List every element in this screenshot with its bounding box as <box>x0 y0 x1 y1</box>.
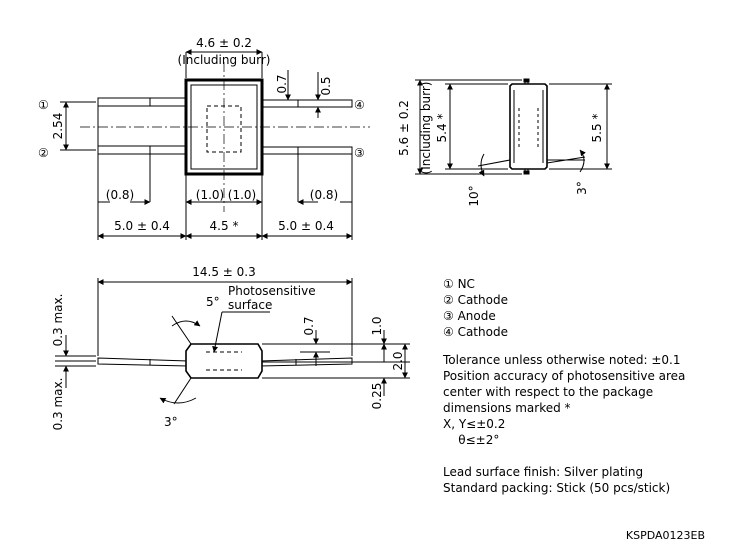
pin-legend-4: ④ Cathode <box>443 325 508 339</box>
profile-view <box>55 278 410 405</box>
profile-body <box>185 343 263 379</box>
pin-legend-2: ② Cathode <box>443 293 508 307</box>
lead-offset-left-label: (0.8) <box>106 188 134 202</box>
angle-right-label: 3° <box>575 181 589 195</box>
lead-length-left-label: 5.0 ± 0.4 <box>114 219 170 233</box>
lead-1 <box>97 97 187 107</box>
top-thick-label: 1.0 <box>370 316 384 335</box>
tolerance-line-1: Tolerance unless otherwise noted: ±0.1 <box>443 353 681 367</box>
width-note-label: (Including burr) <box>178 53 271 67</box>
drawing-code: KSPDA0123EB <box>625 529 705 542</box>
tolerance-line-5: X, Y≤±0.2 <box>443 417 506 431</box>
angle-left-label: 10° <box>467 185 481 206</box>
tolerance-line-3: center with respect to the package <box>443 385 654 399</box>
finish-line-1: Lead surface finish: Silver plating <box>443 465 644 479</box>
photosensitive-label-1: Photosensitive <box>228 284 316 298</box>
side-height-label: 5.6 ± 0.2 <box>397 100 411 156</box>
pin-legend-1: ① NC <box>443 277 475 291</box>
tolerance-line-4: dimensions marked * <box>443 401 571 415</box>
angle-bottom-label: 3° <box>164 415 178 429</box>
lead-4 <box>261 99 353 108</box>
tolerance-line-2: Position accuracy of photosensitive area <box>443 369 686 383</box>
pin-legend-3: ③ Anode <box>443 309 496 323</box>
side-view <box>415 78 612 177</box>
width-dim-label: 4.6 ± 0.2 <box>196 36 252 50</box>
lead-2 <box>97 145 187 155</box>
lead-offset-right-label: (0.8) <box>310 188 338 202</box>
pin-4-label: ③ <box>354 146 365 160</box>
side-height-note: (Including burr) <box>419 82 433 175</box>
thickness-label: 2.0 <box>391 351 405 370</box>
body-width-label: 4.5 * <box>210 219 239 233</box>
lead-thickness-label: 0.7 <box>275 74 289 93</box>
notes-panel: ① NC ② Cathode ③ Anode ④ Cathode Toleran… <box>443 276 685 496</box>
photosensitive-label-2: surface <box>228 298 272 312</box>
center-right-label: (1.0) <box>228 188 256 202</box>
depth-label: 0.7 <box>302 316 316 335</box>
pin-1-label: ① <box>38 98 49 112</box>
angle-top-label: 5° <box>206 295 220 309</box>
side-body <box>509 83 548 170</box>
max-bottom-label: 0.3 max. <box>51 378 65 431</box>
bottom-thick-label: 0.25 <box>370 383 384 410</box>
max-top-label: 0.3 max. <box>51 294 65 347</box>
top-view <box>60 49 370 240</box>
body-height-label: 5.4 * <box>435 114 449 143</box>
total-length-label: 14.5 ± 0.3 <box>192 265 256 279</box>
lead-3 <box>261 146 353 155</box>
tolerance-line-6: θ≤±2° <box>443 433 500 447</box>
area-height-label: 5.5 * <box>590 114 604 143</box>
lead-length-right-label: 5.0 ± 0.4 <box>278 219 334 233</box>
finish-line-2: Standard packing: Stick (50 pcs/stick) <box>443 481 671 495</box>
pin-3-label: ④ <box>354 98 365 112</box>
lead-width-label: 0.5 <box>319 76 333 95</box>
pin-2-label: ② <box>38 146 49 160</box>
center-left-label: (1.0) <box>196 188 224 202</box>
pitch-label: 2.54 <box>51 113 65 140</box>
